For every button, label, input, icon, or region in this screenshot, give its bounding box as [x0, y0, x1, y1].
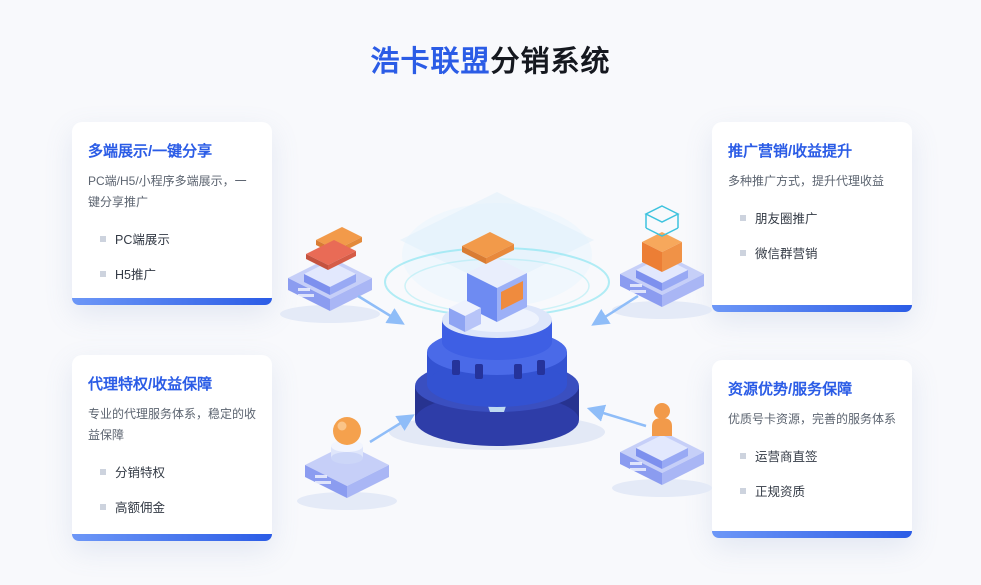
card-title: 多端展示/一键分享	[88, 143, 213, 160]
bullet-icon	[100, 235, 106, 242]
platform-illustration	[262, 180, 722, 525]
card-description: PC端/H5/小程序多端展示，一键分享推广	[88, 174, 247, 209]
page-title-brand: 浩卡联盟	[370, 46, 491, 78]
arrow-top-left	[357, 294, 405, 325]
list-item: 微信群营销	[740, 243, 896, 262]
page-title: 浩卡联盟分销系统	[0, 38, 981, 80]
card-title: 推广营销/收益提升	[728, 143, 853, 160]
card-description: 专业的代理服务体系，稳定的收益保障	[88, 407, 257, 442]
bullet-icon	[100, 503, 106, 510]
list-item-label: 朋友圈推广	[755, 212, 818, 226]
sphere-coin-icon	[297, 417, 397, 510]
card-description: 多种推广方式，提升代理收益	[728, 174, 885, 188]
arrow-bottom-right	[586, 404, 647, 428]
card-feature-list: 朋友圈推广 微信群营销	[728, 208, 896, 262]
card-resource-advantage: 资源优势/服务保障 优质号卡资源，完善的服务体系 运营商直签 正规资质	[712, 360, 912, 538]
list-item: 高额佣金	[100, 497, 256, 516]
card-promotion: 推广营销/收益提升 多种推广方式，提升代理收益 朋友圈推广 微信群营销	[712, 122, 912, 312]
list-item-label: PC端展示	[115, 233, 170, 247]
card-feature-list: PC端展示 H5推广	[88, 229, 256, 283]
list-item-label: 高额佣金	[115, 501, 166, 515]
list-item: 运营商直签	[740, 446, 896, 465]
list-item: 正规资质	[740, 481, 896, 500]
card-agent-privilege: 代理特权/收益保障 专业的代理服务体系，稳定的收益保障 分销特权 高额佣金	[72, 355, 272, 541]
card-feature-list: 分销特权 高额佣金	[88, 462, 256, 516]
cards-stack-icon	[280, 227, 380, 323]
card-multi-display: 多端展示/一键分享 PC端/H5/小程序多端展示，一键分享推广 PC端展示 H5…	[72, 122, 272, 305]
bullet-icon	[740, 214, 746, 221]
bullet-icon	[740, 487, 746, 494]
card-title: 资源优势/服务保障	[728, 381, 853, 398]
platform-illustration-svg	[280, 192, 712, 510]
list-item-label: 正规资质	[755, 485, 806, 499]
page-title-suffix: 分销系统	[490, 46, 611, 78]
list-item-label: 运营商直签	[755, 450, 818, 464]
card-feature-list: 运营商直签 正规资质	[728, 446, 896, 500]
flow-arrows	[357, 294, 647, 444]
list-item-label: 微信群营销	[755, 247, 818, 261]
list-item: 朋友圈推广	[740, 208, 896, 227]
list-item: PC端展示	[100, 229, 256, 248]
card-description: 优质号卡资源，完善的服务体系	[728, 412, 897, 426]
person-icon	[612, 403, 712, 497]
list-item: 分销特权	[100, 462, 256, 481]
cube-icon	[612, 205, 712, 319]
bullet-icon	[740, 249, 746, 256]
platform-tower-icon	[449, 232, 527, 332]
arrow-top-right	[591, 294, 639, 326]
arrow-bottom-left	[369, 414, 415, 444]
list-item: H5推广	[100, 264, 256, 283]
card-title: 代理特权/收益保障	[88, 376, 213, 393]
list-item-label: 分销特权	[115, 466, 166, 480]
list-item-label: H5推广	[115, 268, 156, 282]
bullet-icon	[100, 468, 106, 475]
bullet-icon	[740, 452, 746, 459]
center-platform	[389, 302, 605, 450]
bullet-icon	[100, 270, 106, 277]
